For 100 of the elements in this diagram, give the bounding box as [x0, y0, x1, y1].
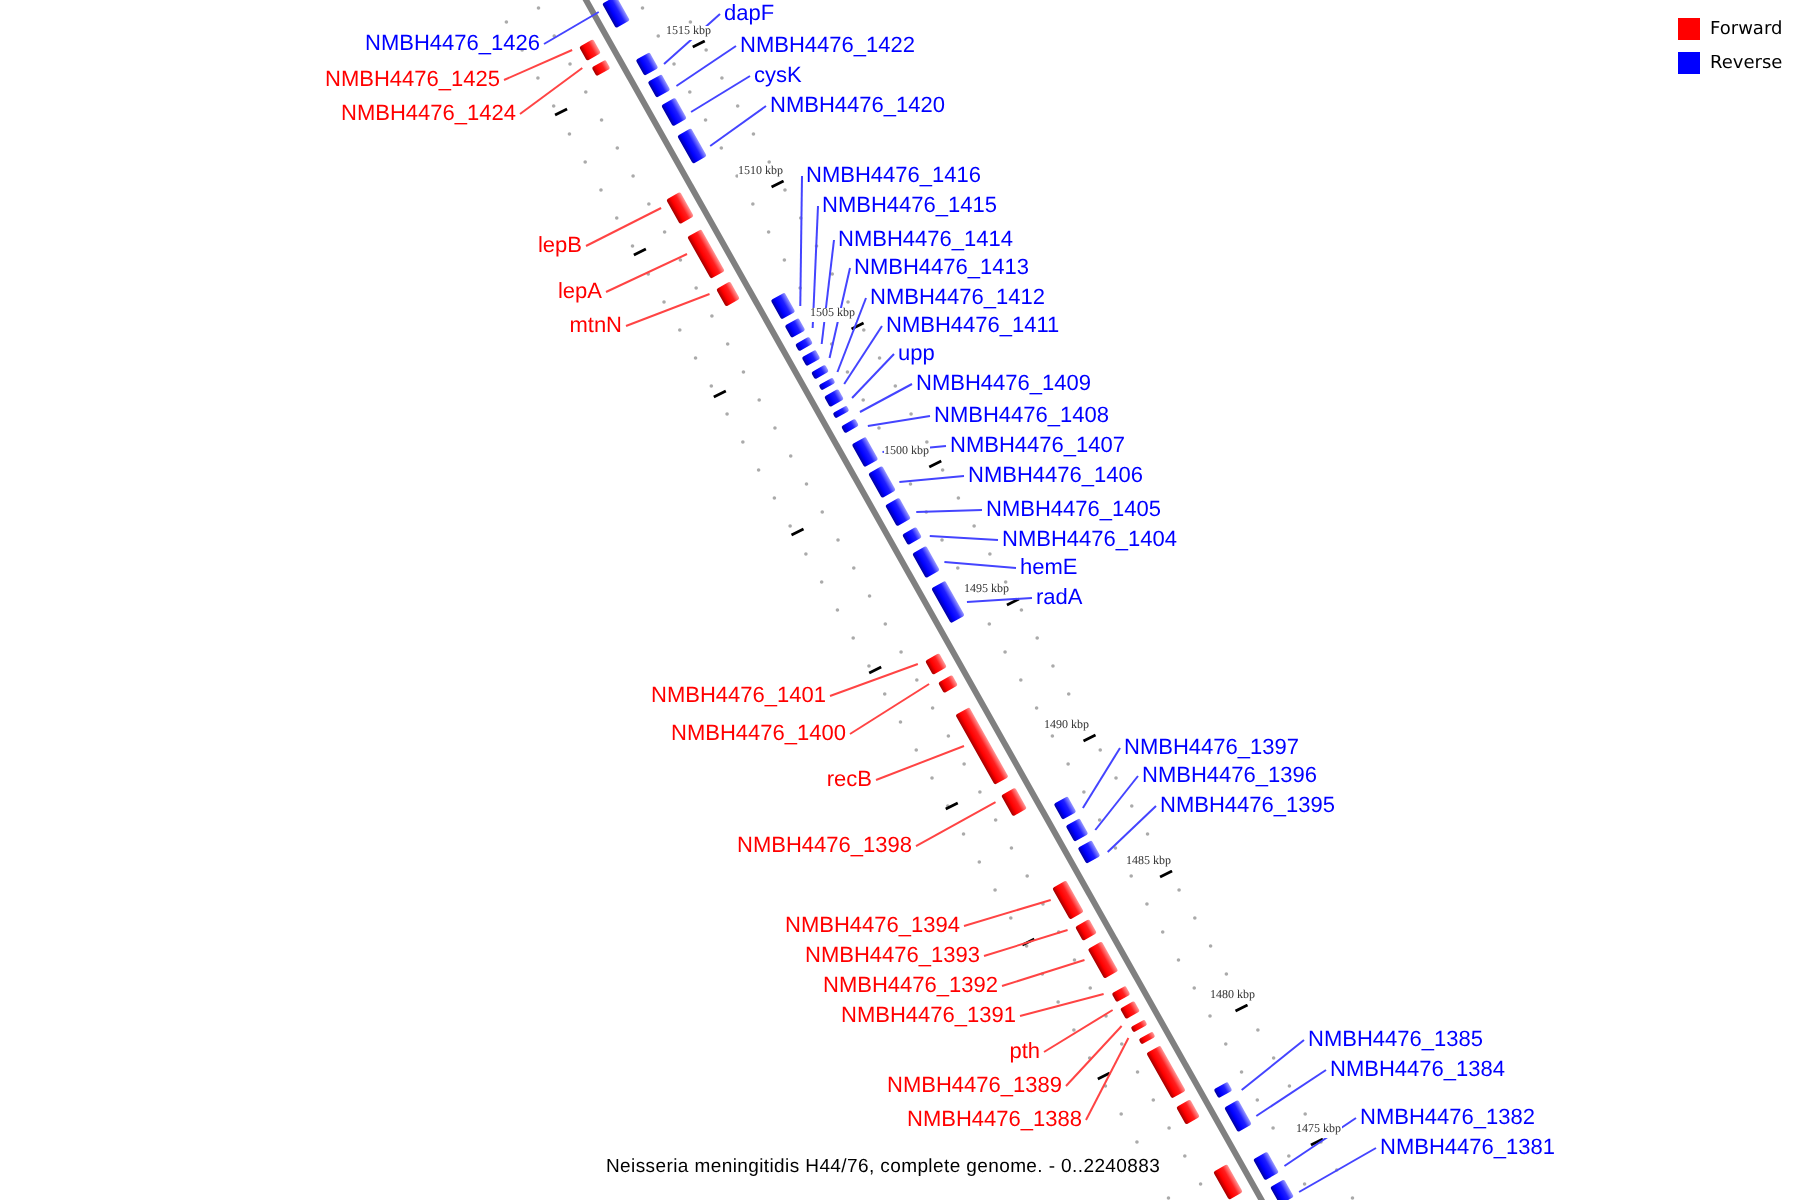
- gene-block: [1112, 985, 1131, 1003]
- gene-block: [867, 465, 896, 499]
- gene-label: NMBH4476_1404: [1002, 526, 1177, 554]
- gene-block: [885, 497, 912, 527]
- leader-line: [675, 45, 737, 87]
- leader-line: [1255, 1069, 1327, 1117]
- gene-block: [1065, 818, 1089, 842]
- leader-line: [943, 561, 1017, 569]
- gene-block: [1269, 1179, 1293, 1200]
- gene-block: [1087, 941, 1118, 979]
- leader-line: [849, 683, 931, 735]
- leader-line: [829, 663, 919, 697]
- gene-label: NMBH4476_1424: [341, 100, 516, 128]
- gene-label: NMBH4476_1382: [1360, 1104, 1535, 1132]
- leader-line: [820, 239, 835, 345]
- gene-block: [824, 388, 844, 408]
- gene-block: [634, 52, 658, 76]
- gene-block: [1224, 1099, 1253, 1133]
- gene-label: radA: [1036, 584, 1083, 612]
- gene-label: NMBH4476_1392: [823, 972, 998, 1000]
- gene-label: NMBH4476_1396: [1142, 762, 1317, 790]
- gene-block: [817, 377, 835, 391]
- gene-label: NMBH4476_1414: [838, 226, 1013, 254]
- leader-line: [843, 325, 883, 385]
- gene-block: [937, 674, 957, 694]
- gene-block: [1074, 919, 1097, 941]
- gene-block: [912, 545, 941, 579]
- gene-block: [1212, 1164, 1243, 1200]
- gene-block: [794, 336, 813, 352]
- gene-label: dapF: [724, 0, 775, 28]
- gene-label: NMBH4476_1412: [870, 284, 1045, 312]
- gene-block: [784, 318, 806, 338]
- leader-line: [898, 475, 965, 483]
- gene-label: NMBH4476_1385: [1308, 1026, 1483, 1054]
- gene-block: [1000, 787, 1027, 817]
- leader-line: [851, 353, 895, 399]
- gene-label: NMBH4476_1381: [1380, 1134, 1555, 1162]
- leader-line: [519, 67, 584, 115]
- gene-label: pth: [1009, 1038, 1040, 1066]
- gene-label: lepA: [557, 278, 602, 306]
- gene-block: [810, 364, 829, 380]
- gene-block: [1131, 1019, 1149, 1033]
- gene-label: upp: [898, 340, 935, 368]
- gene-block: [769, 292, 795, 320]
- leader-line: [915, 801, 997, 847]
- gene-block: [660, 97, 686, 127]
- gene-block: [590, 59, 610, 77]
- gene-label: NMBH4476_1415: [822, 192, 997, 220]
- gene-block: [677, 128, 707, 164]
- gene-label: NMBH4476_1411: [886, 312, 1060, 340]
- legend-label: Reverse: [1710, 53, 1783, 73]
- leader-line: [1094, 775, 1139, 831]
- gene-label: NMBH4476_1426: [365, 30, 540, 58]
- gene-label: NMBH4476_1397: [1124, 734, 1299, 762]
- gene-label: NMBH4476_1409: [916, 370, 1091, 398]
- gene-block: [1253, 1151, 1280, 1181]
- leader-line: [543, 11, 600, 45]
- leader-line: [709, 105, 767, 147]
- gene-label: NMBH4476_1406: [968, 462, 1143, 490]
- gene-label: NMBH4476_1420: [770, 92, 945, 120]
- caption: Neisseria meningitidis H44/76, complete genome. - 0..2240883: [606, 1156, 1161, 1178]
- gene-block: [833, 405, 851, 419]
- leader-line: [915, 509, 983, 513]
- gene-label: cysK: [754, 62, 802, 90]
- gene-label: NMBH4476_1389: [887, 1072, 1062, 1100]
- leader-line: [858, 383, 913, 413]
- leader-line: [1001, 959, 1086, 987]
- gene-label: NMBH4476_1394: [785, 912, 960, 940]
- gene-label: NMBH4476_1398: [737, 832, 912, 860]
- gene-block: [647, 74, 670, 98]
- leader-line: [928, 535, 999, 541]
- leader-line: [503, 49, 574, 81]
- leader-line: [1240, 1039, 1305, 1091]
- gene-block: [932, 580, 966, 624]
- gene-block: [851, 436, 878, 468]
- gene-block: [665, 191, 693, 225]
- leader-line: [690, 75, 751, 113]
- gene-label: NMBH4476_1422: [740, 32, 915, 60]
- gene-block: [1137, 1031, 1155, 1045]
- gene-label: NMBH4476_1413: [854, 254, 1029, 282]
- leader-line: [1106, 805, 1157, 853]
- leader-line: [811, 205, 819, 329]
- gene-label: NMBH4476_1391: [841, 1002, 1016, 1030]
- gene-label: NMBH4476_1388: [907, 1106, 1082, 1134]
- leader-line: [828, 267, 851, 359]
- legend-label: Forward: [1710, 19, 1783, 39]
- gene-block: [802, 349, 821, 367]
- gene-block: [1145, 1045, 1186, 1099]
- gene-block: [1053, 796, 1077, 820]
- gene-block: [1078, 840, 1102, 864]
- leader-line: [866, 415, 931, 427]
- gene-label: NMBH4476_1425: [325, 66, 500, 94]
- gene-label: NMBH4476_1416: [806, 162, 981, 190]
- gene-label: NMBH4476_1407: [950, 432, 1125, 460]
- gene-block: [1052, 880, 1085, 920]
- leader-line: [1085, 1037, 1130, 1121]
- leader-line: [1043, 1009, 1114, 1053]
- gene-block: [901, 526, 922, 546]
- gene-label: NMBH4476_1405: [986, 496, 1161, 524]
- leader-line: [799, 175, 803, 307]
